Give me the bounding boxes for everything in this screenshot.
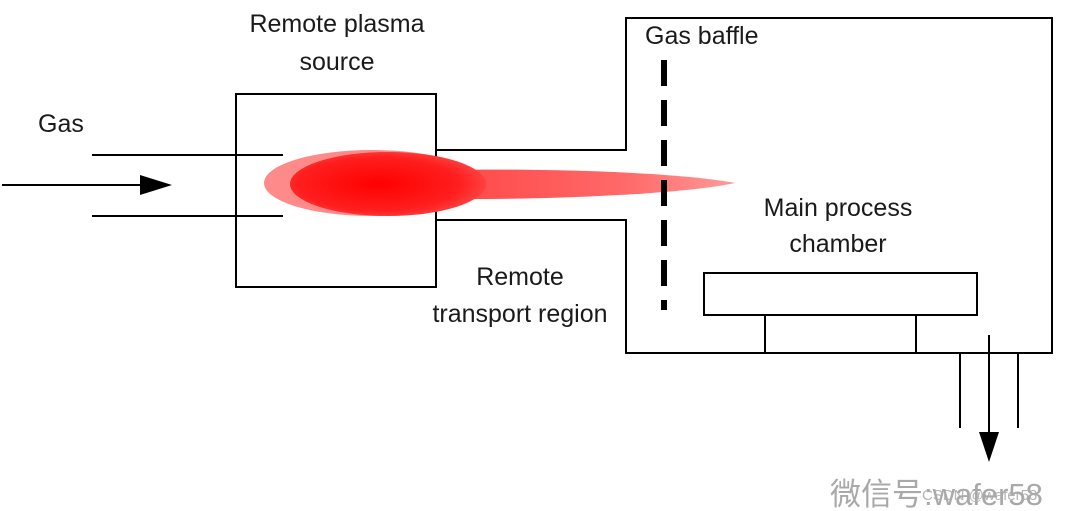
- remote-plasma-source-label-line2: source: [299, 48, 374, 76]
- substrate-holder: [703, 272, 978, 316]
- remote-transport-region-label-line1: Remote: [476, 263, 564, 291]
- gas-baffle-label: Gas baffle: [645, 22, 759, 50]
- plasma-core: [290, 152, 486, 216]
- gas-inflow-arrow: [2, 175, 172, 195]
- remote-transport-region-label-line2: transport region: [432, 300, 607, 328]
- main-process-chamber-label-line2: chamber: [789, 230, 886, 258]
- pedestal-stem: [764, 314, 917, 354]
- watermark-account: :wafer58: [924, 477, 1043, 511]
- remote-plasma-source-label-line1: Remote plasma: [249, 10, 424, 38]
- main-process-chamber-label-line1: Main process: [764, 194, 913, 222]
- chamber-outline: [436, 17, 1053, 354]
- watermark-faint-text: CSDN @wafer58: [922, 487, 1037, 504]
- exhaust-arrow: [979, 335, 999, 462]
- watermark-platform: 微信号: [830, 477, 923, 511]
- gas-label: Gas: [38, 110, 84, 138]
